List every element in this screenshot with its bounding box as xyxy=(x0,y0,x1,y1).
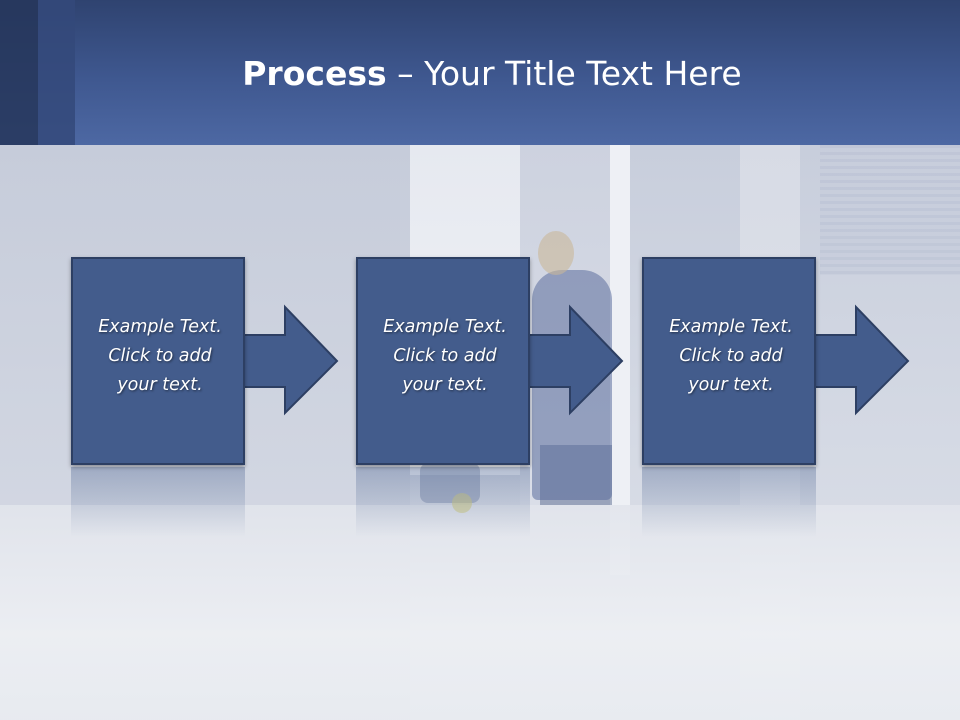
step-text-line: Click to add xyxy=(108,346,212,366)
slide-title[interactable]: Process – Your Title Text Here xyxy=(0,52,960,96)
title-bold: Process xyxy=(242,54,387,93)
step-reflection xyxy=(71,467,245,537)
header-accent-strip xyxy=(0,0,38,145)
step-text[interactable]: Example Text. Click to add your text. xyxy=(358,313,532,400)
header-accent-strip xyxy=(38,0,75,145)
step-box[interactable]: Example Text. Click to add your text. xyxy=(71,257,245,465)
title-rest: – Your Title Text Here xyxy=(386,54,742,93)
step-text-line: Example Text. xyxy=(383,317,507,337)
step-box[interactable]: Example Text. Click to add your text. xyxy=(356,257,530,465)
right-arrow-icon xyxy=(813,304,910,416)
step-text[interactable]: Example Text. Click to add your text. xyxy=(644,313,818,400)
step-text-line: Click to add xyxy=(679,346,783,366)
step-text-line: Example Text. xyxy=(669,317,793,337)
step-text[interactable]: Example Text. Click to add your text. xyxy=(73,313,247,400)
step-reflection xyxy=(356,467,530,537)
right-arrow-icon xyxy=(242,304,339,416)
step-text-line: your text. xyxy=(117,375,203,395)
title-bar: Process – Your Title Text Here xyxy=(0,0,960,145)
step-text-line: your text. xyxy=(402,375,488,395)
step-text-line: Click to add xyxy=(393,346,497,366)
step-text-line: your text. xyxy=(688,375,774,395)
step-text-line: Example Text. xyxy=(98,317,222,337)
step-box[interactable]: Example Text. Click to add your text. xyxy=(642,257,816,465)
step-reflection xyxy=(642,467,816,537)
right-arrow-icon xyxy=(527,304,624,416)
